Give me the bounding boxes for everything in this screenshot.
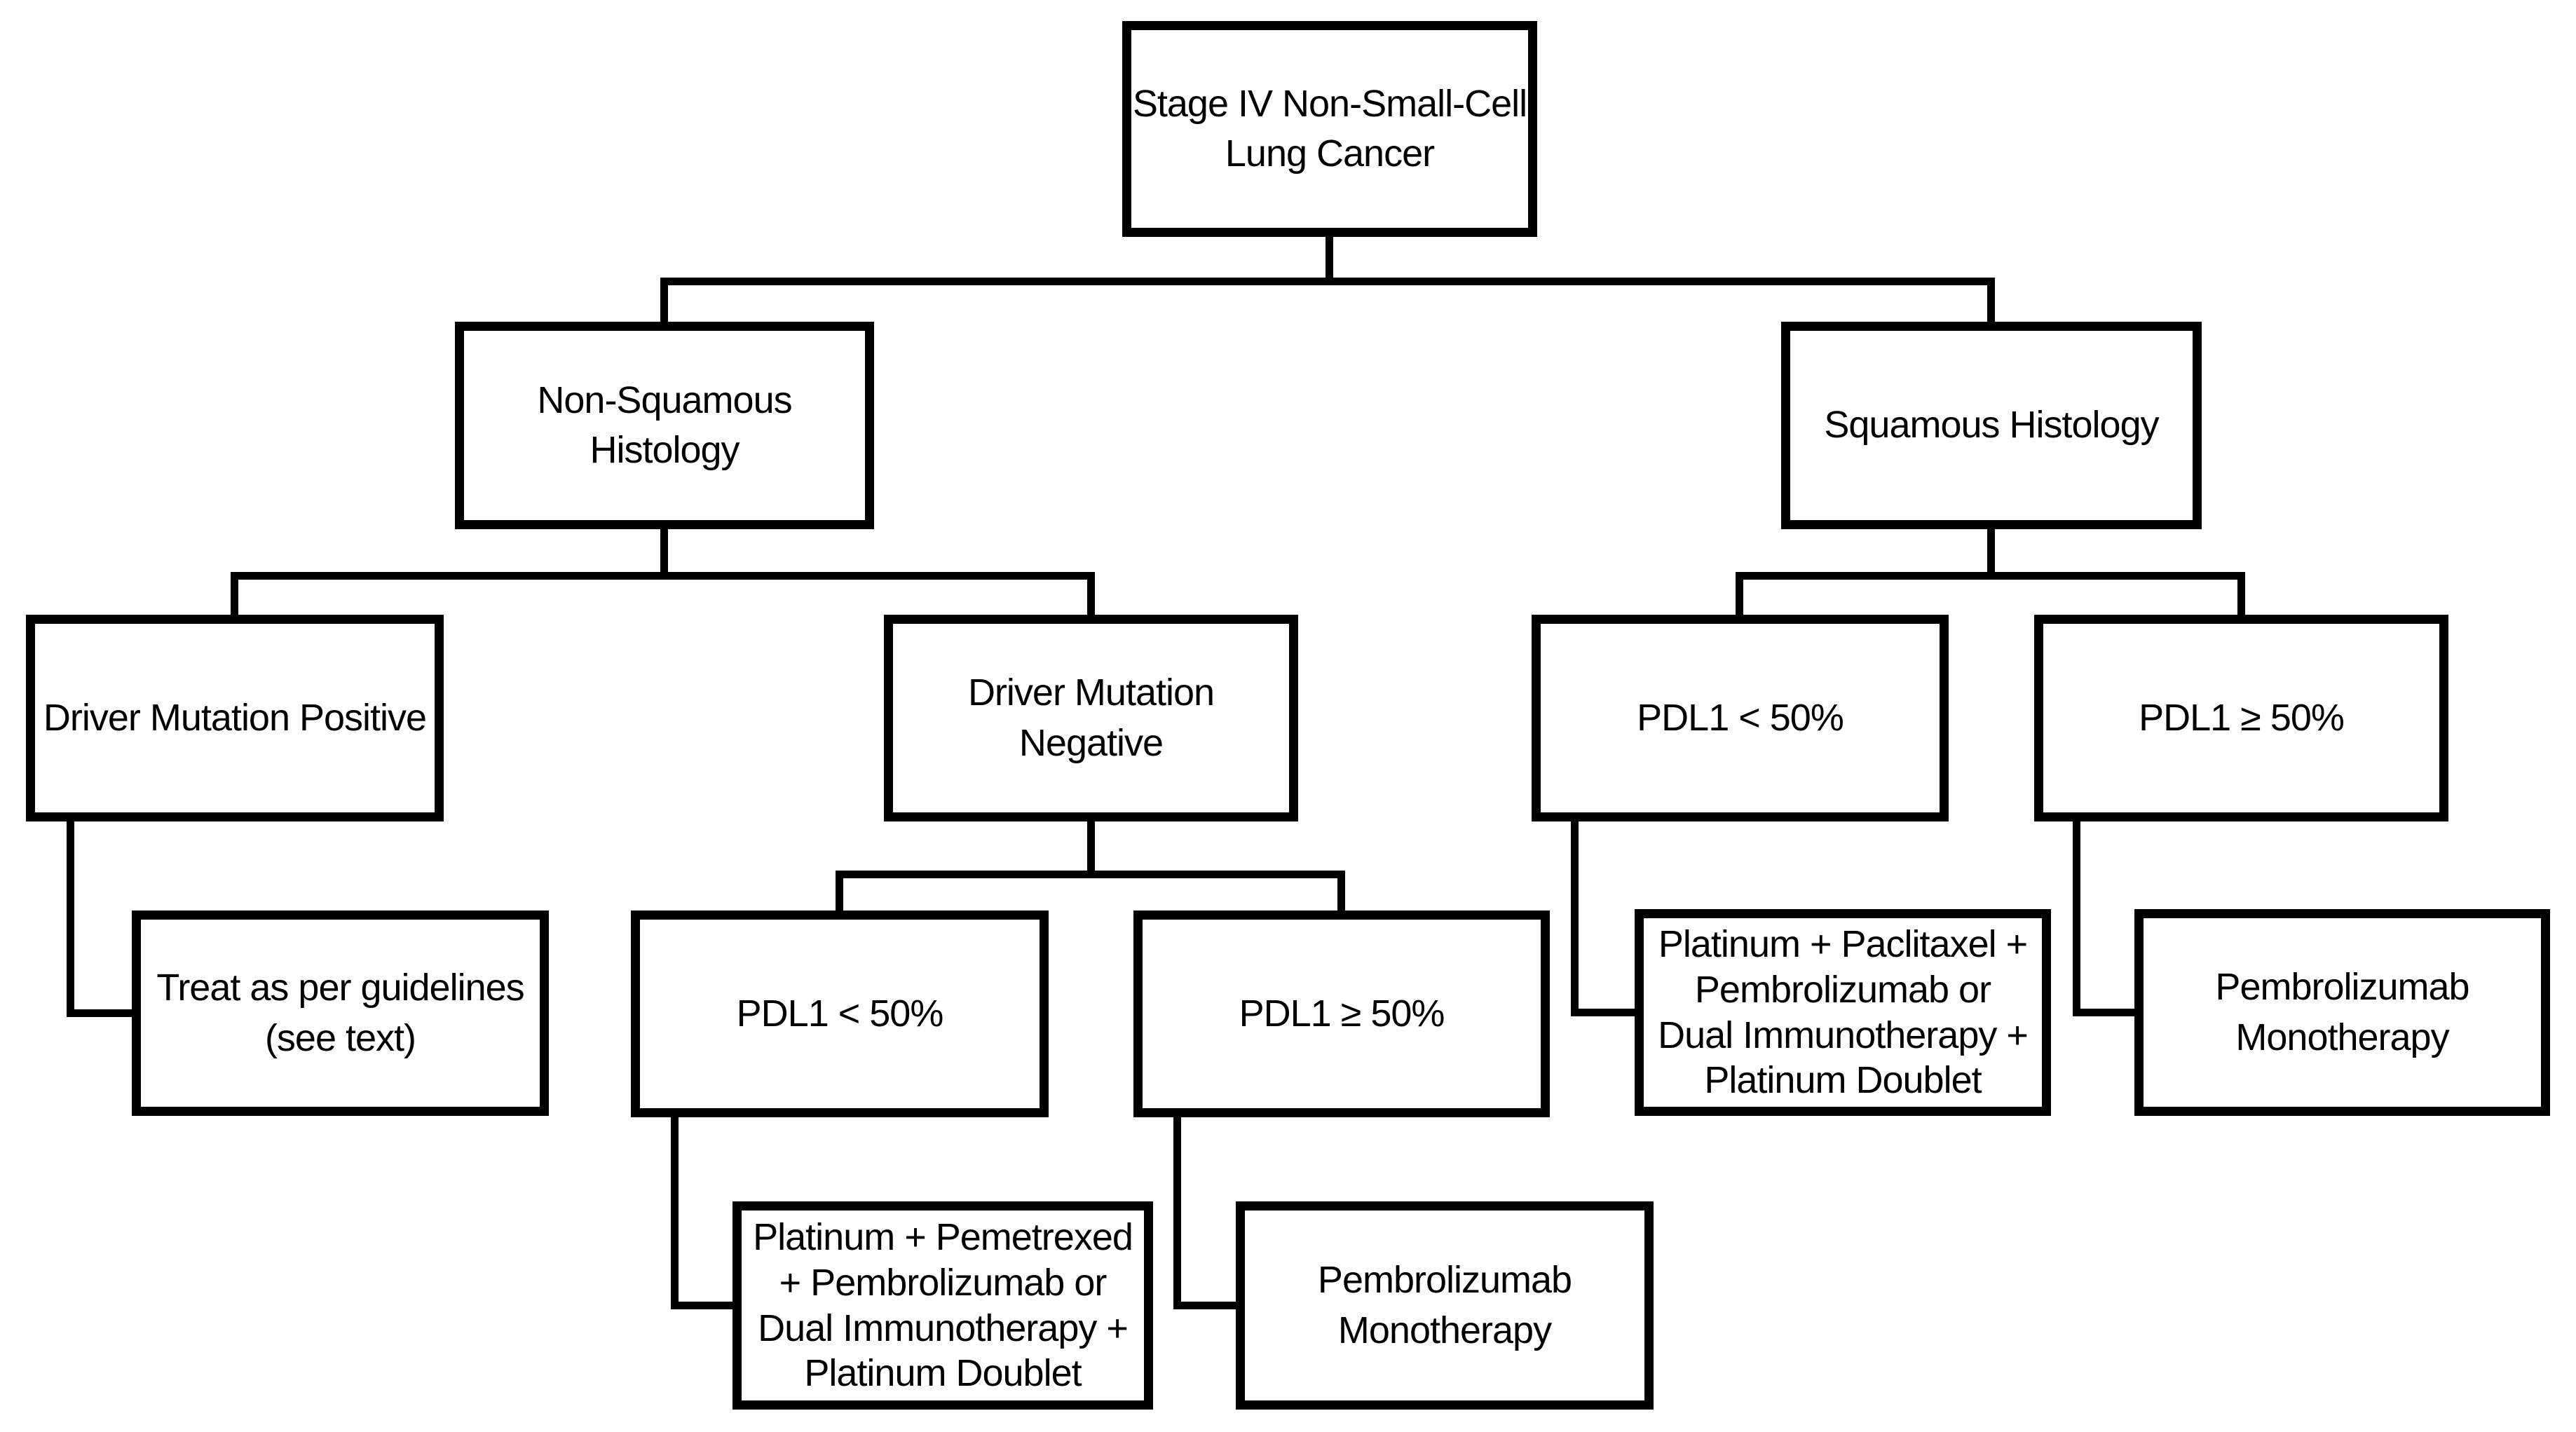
node-treat-per-guidelines-label: Treat as per guidelines (see text) <box>156 967 524 1059</box>
node-driver-mutation-negative: Driver Mutation Negative <box>884 615 1298 821</box>
edge-non-squamous-stem <box>660 529 668 580</box>
node-pembrolizumab-monotherapy-nonsquamous: Pembrolizumab Monotherapy <box>1236 1201 1654 1410</box>
edge-driver-negative-split-bar <box>836 871 1345 878</box>
node-platinum-pemetrexed-regimen: Platinum + Pemetrexed + Pembrolizumab or… <box>732 1201 1153 1410</box>
edge-root-split-bar <box>660 278 1995 285</box>
edge-root-to-non-squamous-drop <box>660 278 668 322</box>
edge-nonsquamous-pdl1-50-or-more-elbow-horizontal <box>1173 1302 1237 1309</box>
node-squamous-pdl1-under-50: PDL1 < 50% <box>1532 615 1949 821</box>
node-platinum-pemetrexed-regimen-label: Platinum + Pemetrexed + Pembrolizumab or… <box>753 1215 1133 1395</box>
edge-to-squamous-pdl1-under-50-drop <box>1736 572 1743 615</box>
node-squamous-histology-label: Squamous Histology <box>1824 404 2159 446</box>
edge-to-squamous-pdl1-50-or-more-drop <box>2237 572 2245 615</box>
edge-to-nonsquamous-pdl1-50-or-more-drop <box>1337 871 1345 911</box>
edge-driver-negative-stem <box>1087 821 1095 878</box>
edge-driver-positive-elbow-horizontal <box>67 1009 133 1017</box>
node-squamous-pdl1-50-or-more-label: PDL1 ≥ 50% <box>2139 696 2345 739</box>
edge-squamous-pdl1-under-50-elbow-vertical <box>1571 821 1579 1016</box>
node-platinum-paclitaxel-regimen-label: Platinum + Paclitaxel + Pembrolizumab or… <box>1658 922 2029 1102</box>
edge-root-stem <box>1326 236 1333 285</box>
edge-driver-positive-elbow-vertical <box>67 821 74 1017</box>
node-squamous-histology: Squamous Histology <box>1781 322 2202 529</box>
node-nonsquamous-pdl1-50-or-more: PDL1 ≥ 50% <box>1133 911 1550 1117</box>
node-nonsquamous-pdl1-under-50: PDL1 < 50% <box>631 911 1049 1117</box>
node-squamous-pdl1-50-or-more: PDL1 ≥ 50% <box>2034 615 2448 821</box>
node-driver-mutation-positive-label: Driver Mutation Positive <box>43 696 427 739</box>
node-non-squamous-histology-label: Non-Squamous Histology <box>537 379 792 471</box>
node-pembrolizumab-monotherapy-squamous: Pembrolizumab Monotherapy <box>2134 909 2550 1116</box>
node-nonsquamous-pdl1-under-50-label: PDL1 < 50% <box>736 992 944 1035</box>
edge-squamous-stem <box>1987 529 1995 580</box>
node-stage-iv-nsclc: Stage IV Non-Small-Cell Lung Cancer <box>1122 21 1537 237</box>
edge-squamous-split-bar <box>1736 572 2245 580</box>
edge-non-squamous-split-bar <box>231 572 1095 580</box>
node-treat-per-guidelines: Treat as per guidelines (see text) <box>132 911 549 1116</box>
edge-nonsquamous-pdl1-under-50-elbow-vertical <box>671 1117 679 1309</box>
edge-root-to-squamous-drop <box>1987 278 1995 322</box>
edge-to-driver-positive-drop <box>231 572 238 615</box>
node-stage-iv-nsclc-label: Stage IV Non-Small-Cell Lung Cancer <box>1132 82 1527 175</box>
node-platinum-paclitaxel-regimen: Platinum + Paclitaxel + Pembrolizumab or… <box>1635 909 2051 1116</box>
node-pembrolizumab-monotherapy-squamous-label: Pembrolizumab Monotherapy <box>2215 966 2469 1058</box>
edge-nonsquamous-pdl1-50-or-more-elbow-vertical <box>1173 1117 1181 1309</box>
node-non-squamous-histology: Non-Squamous Histology <box>455 322 874 529</box>
node-nonsquamous-pdl1-50-or-more-label: PDL1 ≥ 50% <box>1239 992 1445 1035</box>
node-driver-mutation-positive: Driver Mutation Positive <box>26 615 444 821</box>
edge-to-nonsquamous-pdl1-under-50-drop <box>836 871 843 911</box>
node-squamous-pdl1-under-50-label: PDL1 < 50% <box>1637 696 1844 739</box>
edge-squamous-pdl1-under-50-elbow-horizontal <box>1571 1009 1636 1016</box>
edge-squamous-pdl1-50-or-more-elbow-horizontal <box>2073 1009 2136 1016</box>
node-pembrolizumab-monotherapy-nonsquamous-label: Pembrolizumab Monotherapy <box>1317 1259 1572 1351</box>
edge-to-driver-negative-drop <box>1087 572 1095 615</box>
edge-squamous-pdl1-50-or-more-elbow-vertical <box>2073 821 2080 1016</box>
node-driver-mutation-negative-label: Driver Mutation Negative <box>967 671 1215 764</box>
edge-nonsquamous-pdl1-under-50-elbow-horizontal <box>671 1302 734 1309</box>
